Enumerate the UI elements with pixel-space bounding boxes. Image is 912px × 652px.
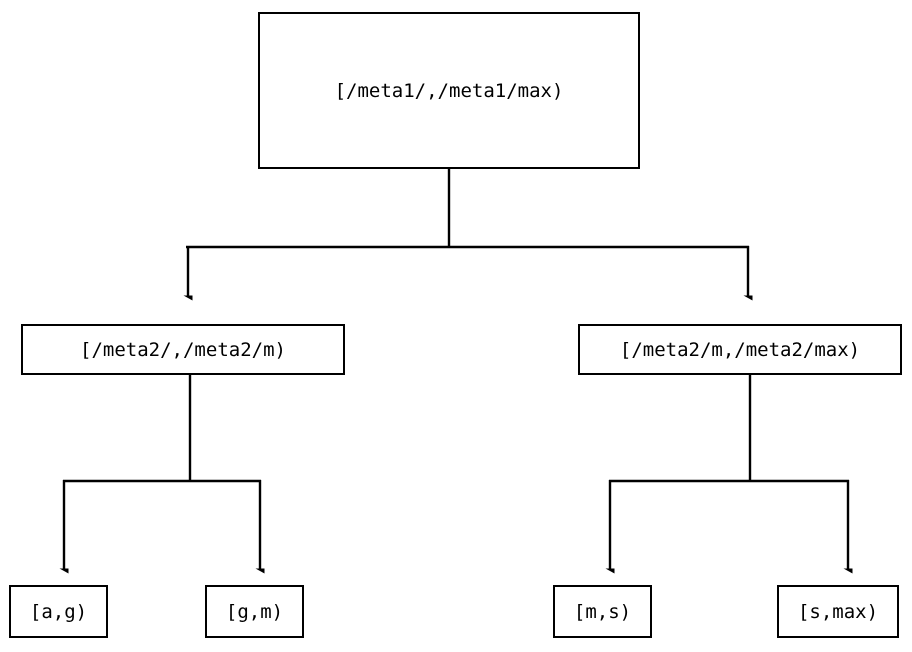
connector-right-level2-to-leaves — [609, 374, 849, 569]
tree-node-leaf-m-s-label: [m,s) — [573, 600, 632, 623]
connector-left-level2-to-leaves — [63, 374, 261, 569]
tree-node-root[interactable]: [/meta1/,/meta1/max) — [258, 12, 640, 169]
tree-node-root-label: [/meta1/,/meta1/max) — [334, 79, 564, 102]
tree-node-level2-left-label: [/meta2/,/meta2/m) — [80, 338, 286, 361]
tree-node-leaf-s-max-label: [s,max) — [797, 600, 879, 623]
tree-node-leaf-m-s[interactable]: [m,s) — [553, 585, 652, 638]
connector-root-to-level2 — [186, 168, 749, 296]
tree-node-level2-right-label: [/meta2/m,/meta2/max) — [619, 338, 861, 361]
tree-node-leaf-g-m-label: [g,m) — [225, 600, 284, 623]
tree-node-leaf-a-g-label: [a,g) — [29, 600, 88, 623]
tree-node-level2-right[interactable]: [/meta2/m,/meta2/max) — [578, 324, 902, 375]
tree-node-leaf-s-max[interactable]: [s,max) — [777, 585, 899, 638]
tree-node-leaf-g-m[interactable]: [g,m) — [205, 585, 304, 638]
tree-node-level2-left[interactable]: [/meta2/,/meta2/m) — [21, 324, 345, 375]
tree-node-leaf-a-g[interactable]: [a,g) — [9, 585, 108, 638]
